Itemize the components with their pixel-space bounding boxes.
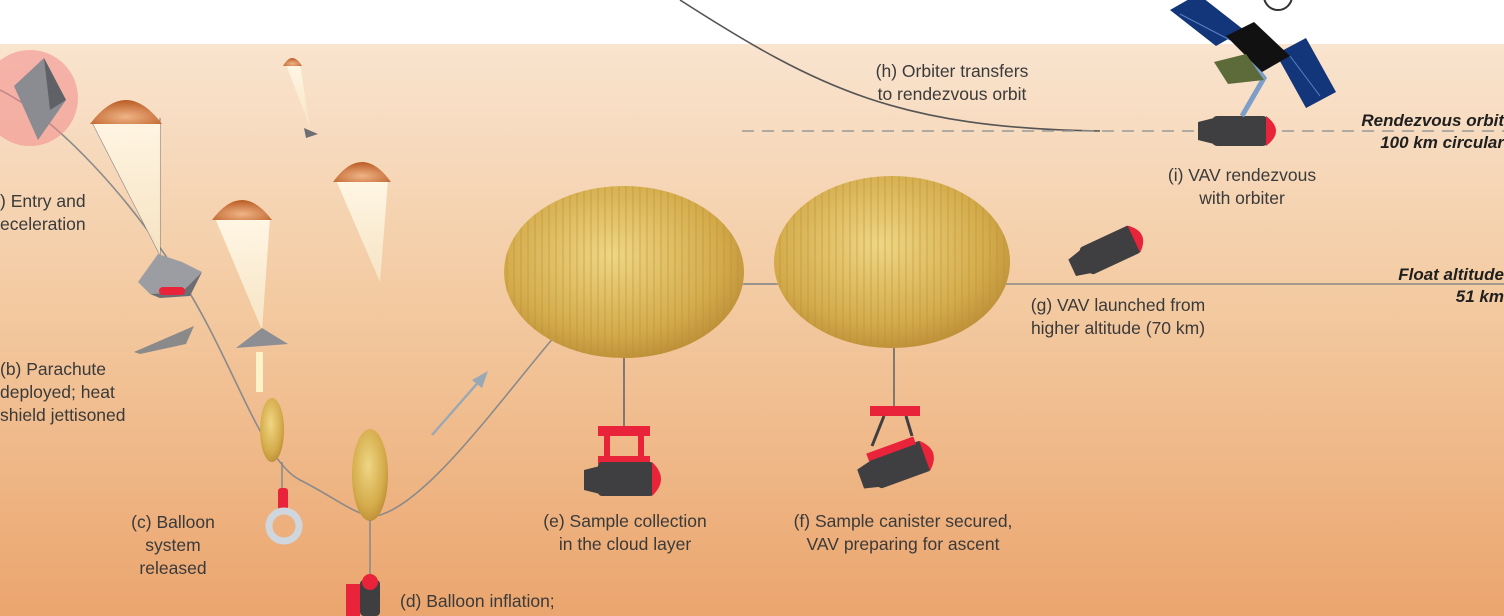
label-orbiter-transfer: (h) Orbiter transfers to rendezvous orbi…	[875, 61, 1029, 104]
vav-i-body	[1212, 116, 1268, 146]
vav-f-body	[869, 441, 931, 489]
entry-capsule-shade	[44, 58, 66, 110]
orbiter-bus	[1226, 22, 1290, 72]
vav-e-body	[598, 462, 654, 496]
gondola-f-top	[870, 406, 920, 416]
inflating-balloon	[352, 429, 388, 521]
label-balloon-released: (c) Balloon system released	[131, 512, 215, 578]
vav-g-body	[1079, 225, 1141, 275]
parachute-cone-1	[92, 122, 160, 255]
heat-shield	[134, 326, 194, 354]
probe-red-marker	[159, 287, 185, 295]
ascent-arrow	[431, 377, 483, 436]
label-float-altitude: Float altitude 51 km	[1398, 265, 1504, 306]
label-rendezvous-orbit: Rendezvous orbit 100 km circular	[1361, 111, 1504, 152]
orbiter-spacecraft	[1170, 0, 1336, 108]
aeroshell-backshell	[138, 254, 202, 294]
gondola-e-top	[598, 426, 650, 436]
label-vav-rendezvous: (i) VAV rendezvous with orbiter	[1167, 165, 1317, 208]
gas-tank-ring	[265, 507, 303, 545]
orbiter-transfer-trajectory	[679, 0, 1101, 132]
ascent-arrow-head	[472, 371, 488, 388]
label-entry-deceleration: ) Entry and eceleration	[0, 191, 86, 234]
descent-trajectory	[0, 89, 561, 517]
label-sample-collection: (e) Sample collection in the cloud layer	[543, 511, 707, 554]
small-balloon-c	[260, 398, 284, 462]
label-canister-secured: (f) Sample canister secured, VAV prepari…	[793, 511, 1013, 554]
parachute-canopy-1	[90, 100, 162, 124]
label-vav-launched: (g) VAV launched from higher altitude (7…	[1030, 295, 1206, 338]
label-balloon-inflation: (d) Balloon inflation;	[400, 591, 555, 611]
label-parachute-deployed: (b) Parachute deployed; heat shield jett…	[0, 359, 126, 425]
